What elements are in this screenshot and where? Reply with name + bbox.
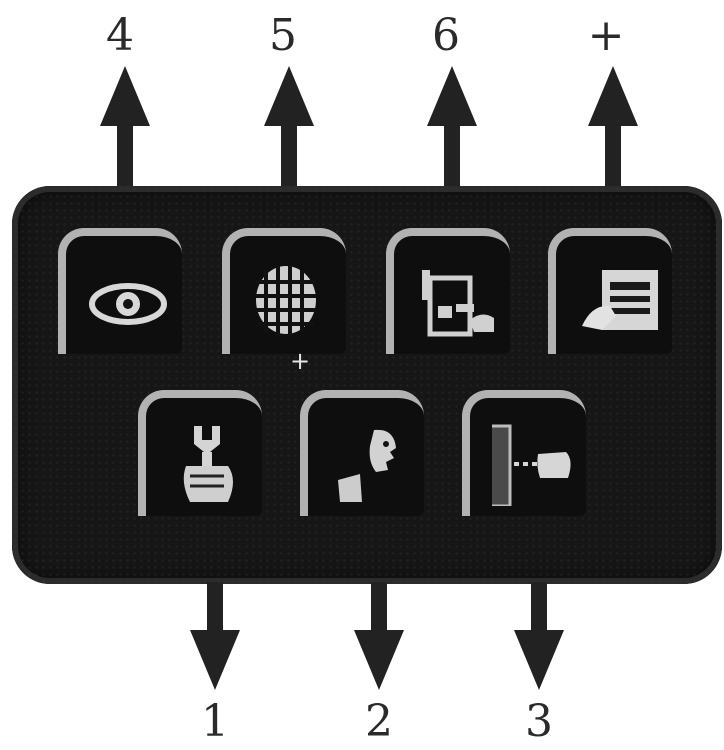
look-button[interactable]: [58, 228, 182, 354]
arrow-down-1: [190, 582, 240, 690]
typewriter-hand-icon: [582, 270, 658, 330]
inventory-button[interactable]: [386, 228, 510, 354]
repair-button[interactable]: [138, 390, 262, 516]
label-plus: +: [587, 10, 625, 61]
arrow-up-4: [100, 66, 150, 194]
arrow-up-5: [264, 66, 314, 194]
label-6: 6: [432, 10, 460, 61]
eye-icon: [89, 283, 167, 325]
wrench-hand-icon: [183, 426, 233, 502]
document-hand-icon: [422, 270, 494, 337]
arrow-down-2: [354, 582, 404, 690]
label-2: 2: [365, 696, 393, 747]
operate-button[interactable]: [548, 228, 672, 354]
label-5: 5: [269, 10, 297, 61]
label-3: 3: [525, 696, 553, 747]
door-pointing-hand-icon: [492, 424, 571, 506]
arrow-down-3: [514, 582, 564, 690]
go-button[interactable]: [462, 390, 586, 516]
label-1: 1: [201, 696, 229, 747]
arrow-up-plus: [588, 66, 638, 194]
mesh-grid-icon: [256, 266, 316, 336]
plus-separator: +: [290, 347, 311, 375]
label-4: 4: [106, 10, 134, 61]
talking-head-icon: [338, 429, 396, 502]
arrow-up-6: [427, 66, 477, 194]
talk-button[interactable]: [300, 390, 424, 516]
use-grid-button[interactable]: [222, 228, 346, 354]
